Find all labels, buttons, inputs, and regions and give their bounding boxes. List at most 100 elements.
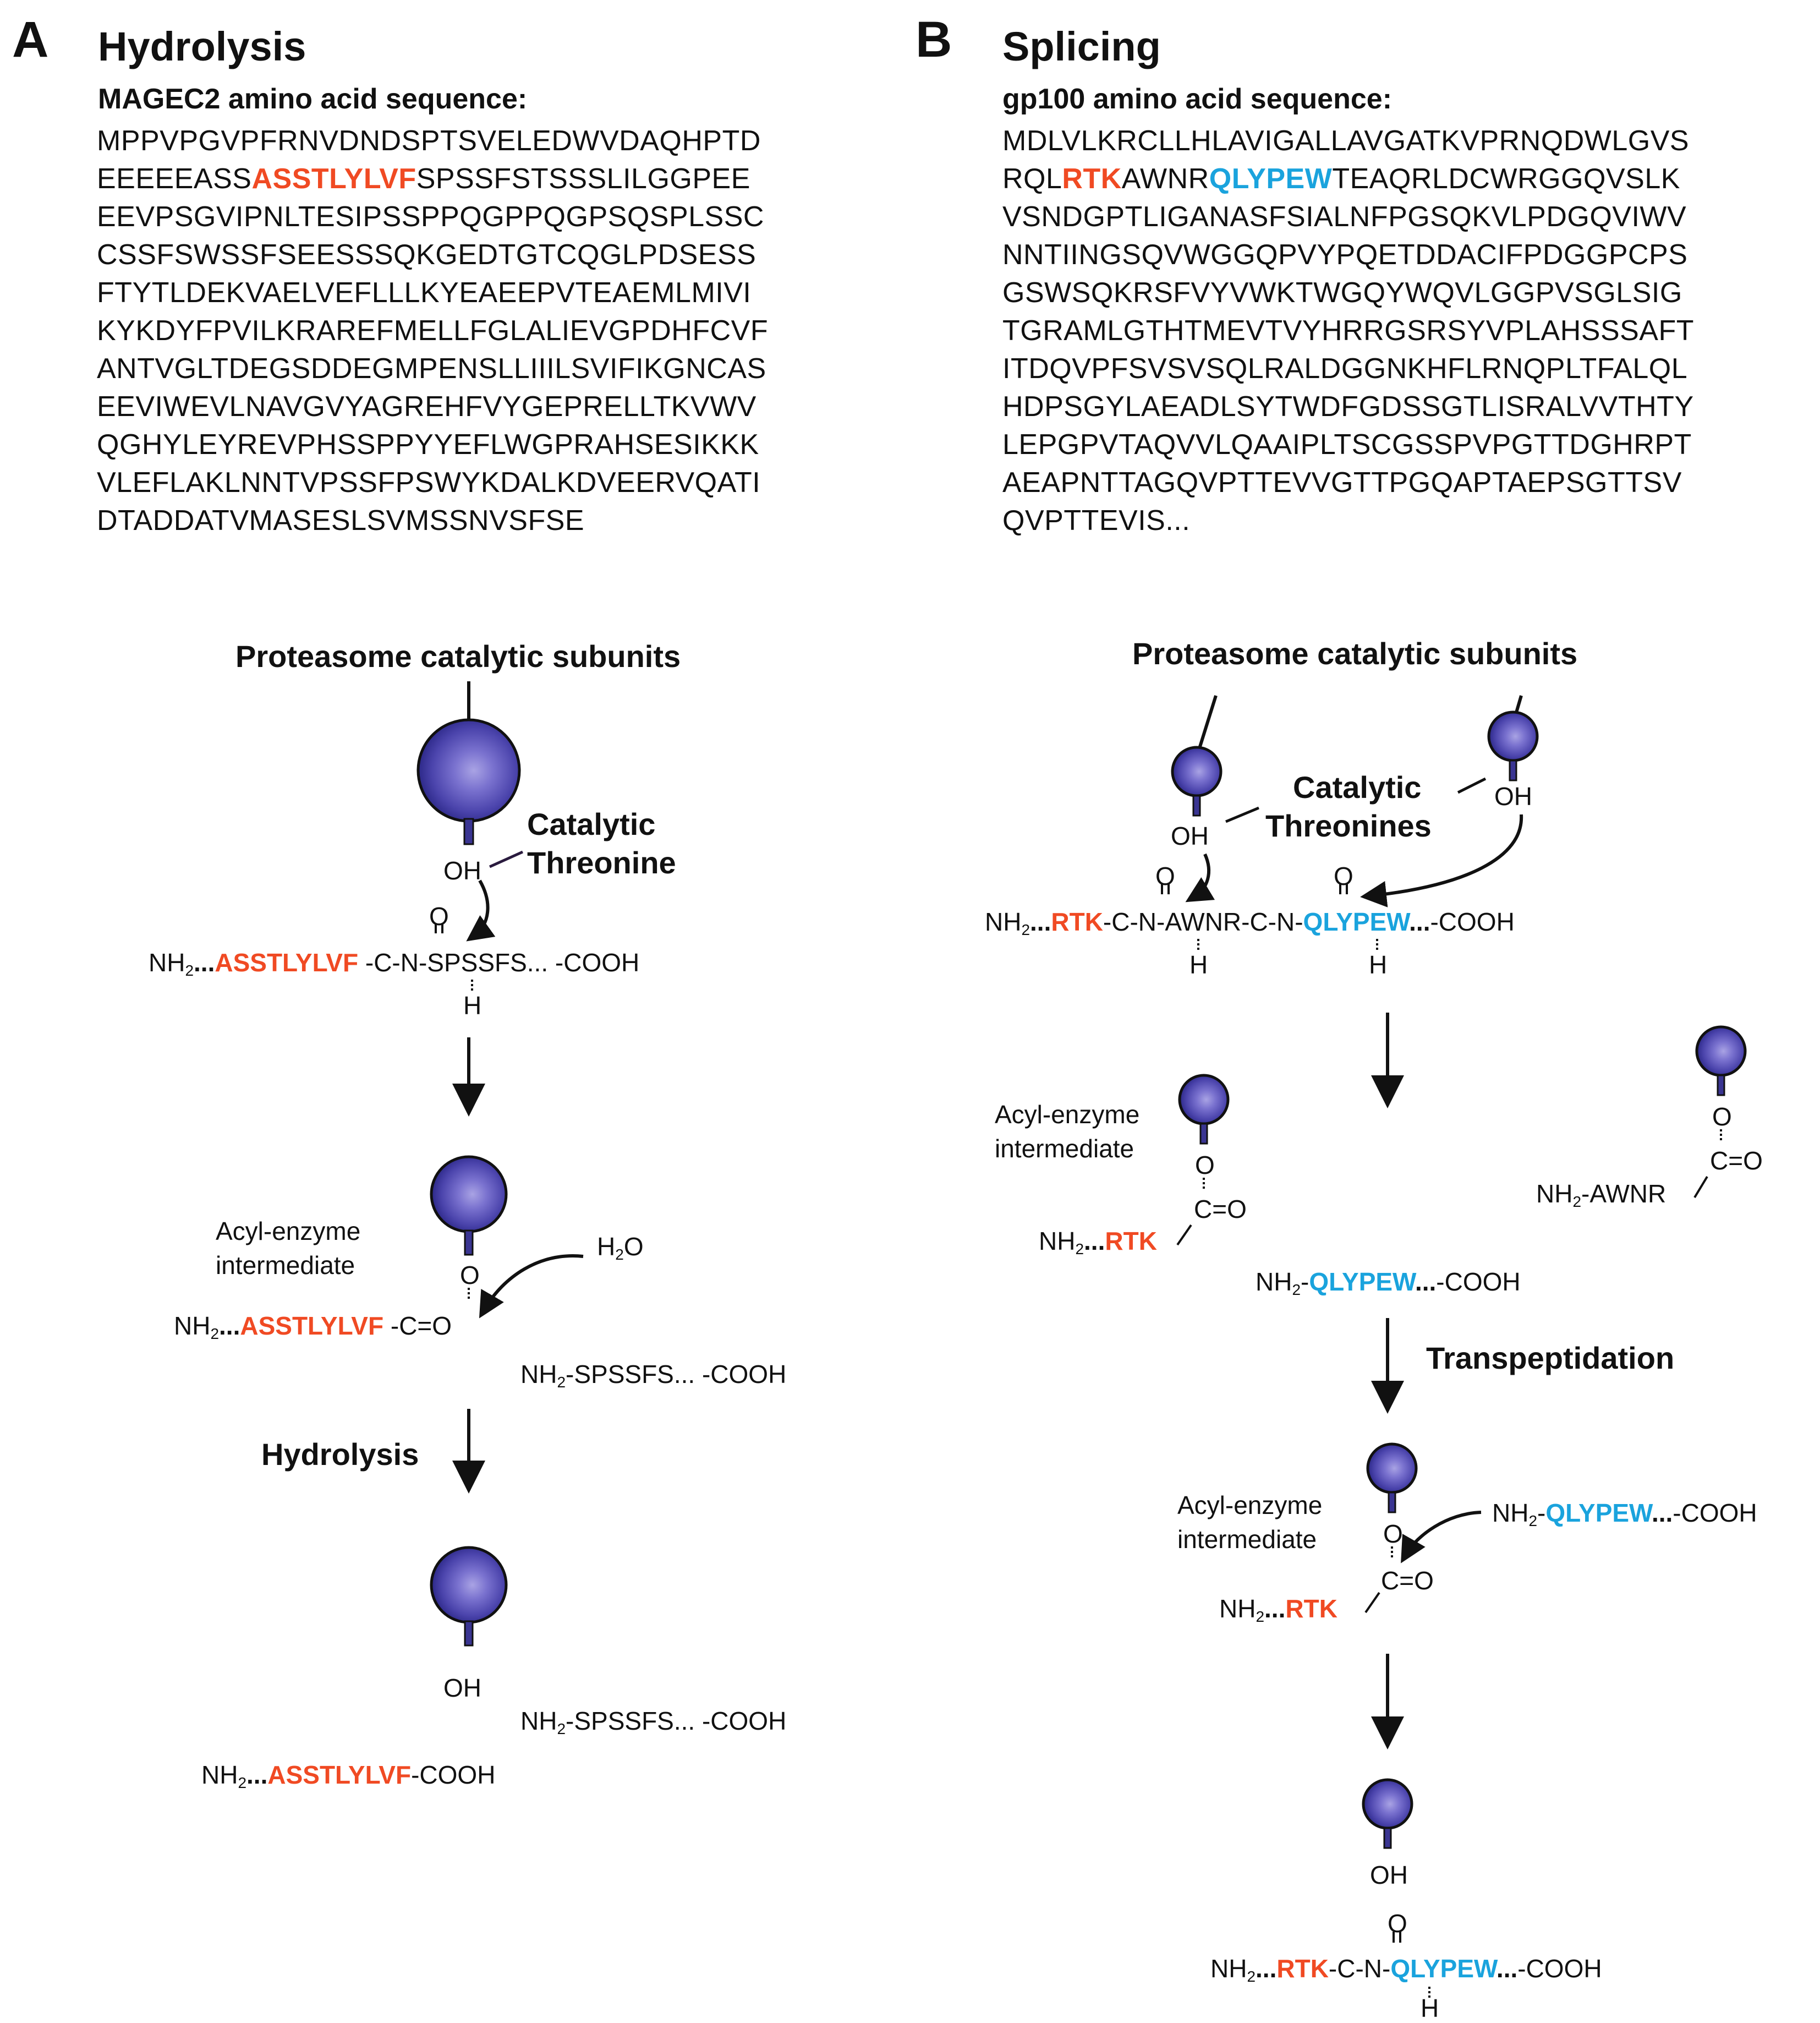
carbonyl-b1: C=O: [1194, 1195, 1247, 1223]
amine: NH: [985, 907, 1022, 936]
acyl-label-b-1: Acyl-enzyme: [995, 1100, 1140, 1129]
water-o: O: [623, 1232, 644, 1261]
catalytic-label-b-1: Catalytic: [1293, 770, 1422, 805]
panel-letter-b: B: [916, 12, 952, 68]
seq-line: ANTVGLTDEGSDDEGMPENSLLIIILSVIFIKGNCAS: [97, 353, 766, 385]
peptide-red: ASSTLYLVF: [267, 1760, 412, 1789]
amine: NH: [520, 1360, 557, 1388]
cooh: -COOH: [1673, 1499, 1757, 1527]
cooh: -COOH: [701, 1360, 787, 1388]
peptide-blue: QLYPEW: [1390, 1954, 1496, 1983]
amine-attack-arrow: [1401, 1511, 1482, 1563]
acyl-label-a-2: intermediate: [216, 1251, 355, 1280]
seq-line: FTYTLDEKVAELVEFLLLKYEAEEPVTEAEMLMIVI: [97, 277, 752, 309]
dots: ...: [246, 1760, 268, 1789]
acyl-label-b3-2: intermediate: [1177, 1525, 1317, 1554]
enzyme-b3: [1178, 1074, 1230, 1125]
sequence-block-b: MDLVLKRCLLHLAVIGALLAVGATKVPRNQDWLGVS RQL…: [1002, 122, 1694, 540]
seq-line: EEVIWEVLNAVGVYAGREHFVYGEPRELLTKVWV: [97, 391, 756, 423]
enzyme-b5: [1366, 1442, 1418, 1494]
seq-line-suffix: TEAQRLDCWRGGQVSLK: [1332, 163, 1680, 195]
acyl-intermediate-b2: NH2-AWNR: [1536, 1179, 1666, 1211]
attack-arrow-a: [466, 879, 496, 942]
enzyme-a2: [430, 1155, 508, 1233]
cooh: -COOH: [411, 1760, 496, 1789]
dots: ...: [1651, 1499, 1673, 1527]
seq-line-highlighted: EEEEEASSASSTLYLVFSPSSFSTSSSLILGGPEE: [97, 160, 768, 198]
substrate-a: NH2...ASSTLYLVF -C-N-SPSSFS... -COOH: [149, 948, 639, 980]
spliced-product-b: NH2...RTK-C-N-QLYPEW...-COOH: [1210, 1954, 1602, 1986]
hydroxyl-final-b: OH: [1370, 1861, 1408, 1889]
enzyme-a3: [430, 1546, 508, 1624]
amine: NH: [1219, 1594, 1256, 1623]
dots: ...: [219, 1311, 240, 1340]
attack-arrow-b1: [1185, 853, 1215, 903]
cooh: -COOH: [1430, 907, 1515, 936]
cooh: -COOH: [701, 1707, 787, 1735]
released-fragment-a1: NH2-SPSSFS... -COOH: [520, 1359, 786, 1391]
acyl-label-b3-1: Acyl-enzyme: [1177, 1491, 1323, 1519]
subscript: 2: [1256, 1608, 1265, 1625]
panel-letter-a: A: [12, 12, 49, 68]
hydroxyl-b1: OH: [1171, 822, 1209, 850]
enzyme-b6: [1362, 1778, 1413, 1830]
seq-line: TGRAMLGTHTMEVTVYHRRGSRSYVPLAHSSSAFT: [1002, 315, 1695, 347]
acyl-intermediate-a: NH2...ASSTLYLVF -C=O: [174, 1311, 452, 1343]
subscript: 2: [1247, 1968, 1256, 1985]
acyl-intermediate-b1: NH2...RTK: [1039, 1226, 1157, 1258]
seq-line: KYKDYFPVILKRAREFMELLFGLALIEVGPDHFCVF: [97, 315, 769, 347]
carbonyl-oxygen-b1: O: [1155, 862, 1175, 890]
proteasome-label-b: Proteasome catalytic subunits: [1132, 636, 1578, 671]
subscript: 2: [238, 1774, 247, 1791]
amide-hydrogen-final: H: [1421, 1994, 1439, 2022]
ester-oxygen-b1: O: [1195, 1151, 1215, 1179]
amine: NH: [1210, 1954, 1247, 1983]
subscript: 2: [210, 1325, 220, 1342]
carbonyl-oxygen-final: O: [1388, 1909, 1407, 1938]
seq-line: MDLVLKRCLLHLAVIGALLAVGATKVPRNQDWLGVS: [1002, 125, 1690, 157]
water-attack-arrow: [479, 1254, 584, 1319]
amine: NH: [149, 948, 185, 977]
seq-line: AEAPNTTAGQVPTTEVVGTTPGQAPTAEPSGTTSV: [1002, 467, 1682, 499]
seq-line: VSNDGPTLIGANASFSIALNFPGSQKVLPDGQVIWV: [1002, 201, 1687, 233]
seq-line-prefix: EEEEEASS: [97, 163, 252, 195]
cooh: -COOH: [1517, 1954, 1602, 1983]
seq-highlight-blue: QLYPEW: [1209, 163, 1333, 195]
hydroxyl-b2: OH: [1494, 782, 1532, 811]
awnr: -AWNR: [1581, 1179, 1666, 1208]
carbonyl-oxygen-b2: O: [1334, 862, 1353, 890]
enzyme-b1: [1171, 746, 1223, 797]
hydroxyl-label-final-a: OH: [443, 1674, 481, 1702]
peptide-red: RTK: [1051, 907, 1103, 936]
seq-line-highlighted: RQLRTKAWNRQLYPEWTEAQRLDCWRGGQVSLK: [1002, 160, 1694, 198]
enzyme-a1-threonine: [463, 818, 474, 845]
ester-oxygen: O: [460, 1261, 480, 1289]
enzyme-b2: [1487, 710, 1539, 762]
dots: ...: [1084, 1227, 1105, 1255]
cooh: -COOH: [555, 948, 640, 977]
carbonyl-oxygen: O: [429, 902, 449, 931]
seq-line-suffix: SPSSFSTSSSLILGGPEE: [416, 163, 750, 195]
panel-title-a: Hydrolysis: [98, 24, 306, 69]
dots: ...: [1256, 1954, 1277, 1983]
subscript: 2: [1075, 1240, 1084, 1257]
seq-heading-a: MAGEC2 amino acid sequence:: [98, 83, 528, 115]
acyl-label-b-2: intermediate: [995, 1134, 1134, 1163]
cooh: -COOH: [1436, 1267, 1521, 1296]
peptide-red: ASSTLYLVF: [215, 948, 359, 977]
incoming-peptide-b: NH2-QLYPEW...-COOH: [1492, 1499, 1757, 1529]
seq-line: HDPSGYLAEADLSYTWDFGDSSGTLISRALVVTHTY: [1002, 391, 1694, 423]
cn-fragment: -C-N-SPSSFS...: [365, 948, 549, 977]
dots: ...: [1496, 1954, 1518, 1983]
peptide-blue: QLYPEW: [1303, 907, 1410, 936]
seq-line: VLEFLAKLNNTVPSSFPSWYKDALKDVEERVQATI: [97, 467, 761, 499]
amine: NH: [1039, 1227, 1076, 1255]
panel-title-b: Splicing: [1002, 24, 1161, 69]
hydrolysis-step-label: Hydrolysis: [261, 1437, 419, 1472]
seq-line: QVPTTEVIS...: [1002, 505, 1191, 537]
peptide-red: RTK: [1285, 1594, 1337, 1623]
peptide-blue: QLYPEW: [1309, 1267, 1415, 1296]
seq-line: EEVPSGVIPNLTESIPSSPPQGPPQGPSQSPLSSC: [97, 201, 764, 233]
seq-line: NNTIINGSQVWGGQPVYPQETDDACIFPDGGPCPS: [1002, 239, 1688, 271]
water-label: H2O: [597, 1232, 644, 1264]
